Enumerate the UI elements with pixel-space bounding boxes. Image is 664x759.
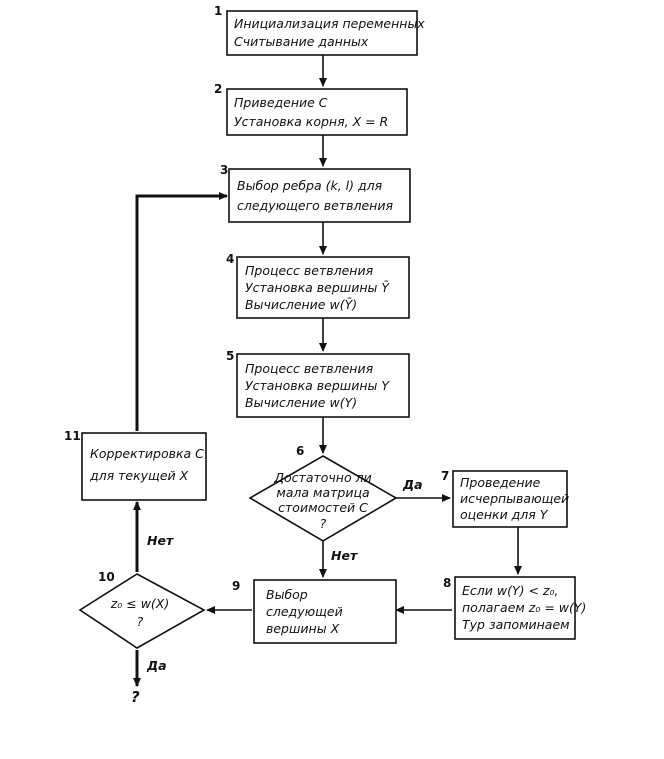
node-6-line-2: мала матрица	[276, 485, 369, 500]
edge-11-3-loop	[135, 192, 228, 431]
node-6-line-4: ?	[320, 516, 327, 531]
node-7-line-1: Проведение	[460, 475, 541, 490]
node-8-line-2: полагаем z₀ = w(Y)	[462, 600, 586, 615]
node-5-line-3: Вычисление w(Y)	[245, 395, 357, 410]
node-2: 2 Приведение C Установка корня, X = R	[214, 82, 408, 136]
node-2-line-1: Приведение C	[234, 95, 328, 110]
node-11-line-1: Корректировка C	[90, 446, 204, 461]
node-5-number: 5	[226, 349, 234, 363]
node-9-line-2: следующей	[266, 604, 343, 619]
node-1: 1 Инициализация переменных Считывание да…	[214, 4, 425, 56]
node-4-line-3: Вычисление w(Ȳ)	[245, 297, 357, 312]
node-1-line-2: Считывание данных	[234, 34, 369, 49]
node-6-decision: 6 Достаточно ли мала матрица стоимостей …	[248, 444, 398, 542]
node-8-number: 8	[443, 576, 451, 590]
node-10-line-2: ?	[137, 614, 144, 629]
node-2-number: 2	[214, 82, 222, 96]
node-3-number: 3	[220, 163, 228, 177]
node-7: 7 Проведение исчерпывающей оценки для Y	[441, 469, 569, 528]
node-5: 5 Процесс ветвления Установка вершины Y …	[226, 349, 410, 418]
node-7-line-2: исчерпывающей	[460, 491, 569, 506]
node-4-line-2: Установка вершины Ȳ	[245, 280, 390, 295]
label-no-10: Нет	[147, 533, 174, 548]
node-7-number: 7	[441, 469, 449, 483]
node-5-line-2: Установка вершины Y	[245, 378, 390, 393]
node-11-number: 11	[64, 429, 81, 443]
node-8-line-1: Если w(Y) < z₀,	[462, 583, 558, 598]
node-1-line-1: Инициализация переменных	[234, 16, 425, 31]
node-10-number: 10	[98, 570, 115, 584]
node-1-number: 1	[214, 4, 222, 18]
node-4-number: 4	[226, 252, 234, 266]
label-no-6: Нет	[331, 548, 358, 563]
node-10-line-1: z₀ ≤ w(X)	[110, 596, 170, 611]
node-3-line-2: следующего ветвления	[237, 198, 393, 213]
node-3: 3 Выбор ребра (k, l) для следующего ветв…	[220, 163, 411, 223]
node-9-line-3: вершины X	[266, 621, 340, 636]
node-7-line-3: оценки для Y	[460, 507, 549, 522]
node-2-line-2: Установка корня, X = R	[234, 114, 388, 129]
connectors	[133, 55, 522, 687]
node-10-decision: 10 z₀ ≤ w(X) ?	[78, 570, 206, 649]
node-4-line-1: Процесс ветвления	[245, 263, 374, 278]
node-9-line-1: Выбор	[266, 587, 308, 602]
node-6-line-1: Достаточно ли	[273, 470, 371, 485]
node-11: 11 Корректировка C для текущей X	[64, 429, 207, 501]
label-exit: ?	[131, 688, 140, 706]
node-3-line-1: Выбор ребра (k, l) для	[237, 178, 383, 193]
node-5-line-1: Процесс ветвления	[245, 361, 374, 376]
node-4: 4 Процесс ветвления Установка вершины Ȳ …	[226, 252, 410, 319]
node-11-line-2: для текущей X	[89, 468, 189, 483]
edge-labels: Да Нет Нет Да ?	[131, 477, 423, 706]
label-yes-10: Да	[146, 658, 167, 673]
node-8-line-3: Тур запоминаем	[462, 617, 570, 632]
node-9: 9 Выбор следующей вершины X	[232, 579, 397, 644]
node-8: 8 Если w(Y) < z₀, полагаем z₀ = w(Y) Тур…	[443, 576, 586, 640]
node-6-line-3: стоимостей C	[278, 500, 368, 515]
node-9-number: 9	[232, 579, 240, 593]
label-yes-6: Да	[402, 477, 423, 492]
node-6-number: 6	[296, 444, 304, 458]
